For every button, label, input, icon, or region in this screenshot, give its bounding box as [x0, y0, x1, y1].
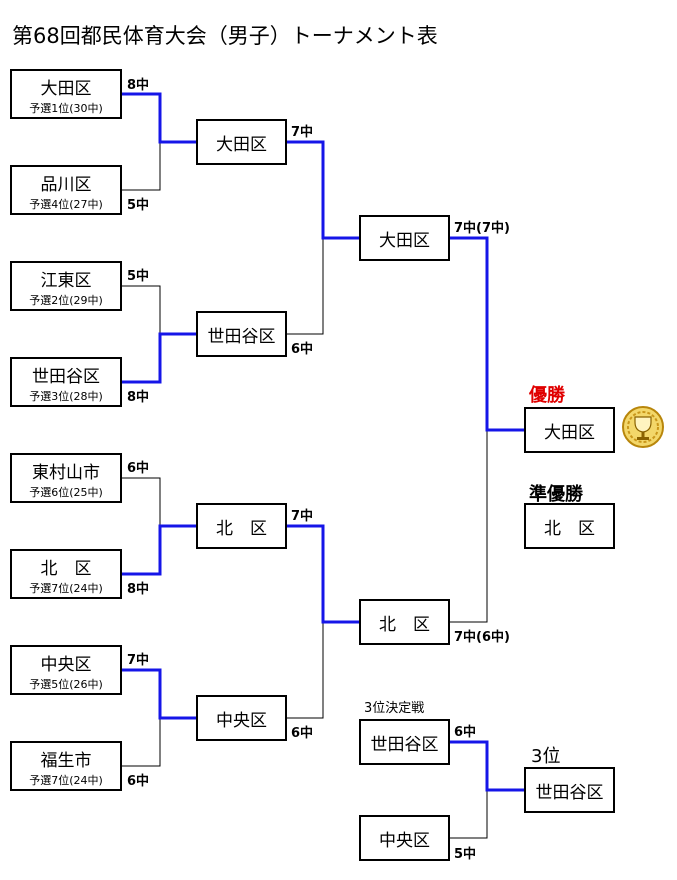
team-name: 江東区	[40, 271, 92, 291]
team-name: 大田区	[40, 79, 92, 99]
score-setagaya-r2: 6中	[291, 342, 314, 357]
line-koto	[122, 285, 161, 334]
score-kita-semi: 7中(6中)	[454, 630, 510, 645]
champion-label: 優勝	[529, 385, 565, 406]
line-ota-r1	[122, 92, 196, 144]
team-box-ota-r2: 大田区	[196, 119, 287, 165]
score-fussa-r1: 6中	[127, 774, 150, 789]
trophy-icon	[622, 406, 664, 448]
team-box-fussa-r1: 福生市 予選7位(24中)	[10, 741, 122, 791]
line-fussa	[122, 718, 161, 767]
third-box: 世田谷区	[524, 767, 615, 813]
line-setagaya-3rd	[450, 740, 524, 792]
team-qualifier: 予選7位(24中)	[29, 582, 103, 595]
line-setagaya-r1	[122, 332, 196, 384]
team-box-chuo-r2: 中央区	[196, 695, 287, 741]
line-kita-r1	[122, 524, 196, 576]
team-box-kita-r1: 北 区 予選7位(24中)	[10, 549, 122, 599]
team-box-shinagawa-r1: 品川区 予選4位(27中)	[10, 165, 122, 215]
line-ota-r2	[287, 140, 359, 240]
line-chuo-3rd	[450, 790, 488, 839]
line-setagaya-r2	[287, 238, 324, 335]
team-box-setagaya-r2: 世田谷区	[196, 311, 287, 357]
score-chuo-3rd: 5中	[454, 847, 477, 862]
line-higashimurayama	[122, 477, 161, 526]
score-ota-semi: 7中(7中)	[454, 221, 510, 236]
team-name: 世田谷区	[32, 367, 100, 387]
team-qualifier: 予選1位(30中)	[29, 102, 103, 115]
team-qualifier: 予選4位(27中)	[29, 198, 103, 211]
line-kita-semi	[450, 430, 488, 623]
team-name: 中央区	[40, 655, 92, 675]
team-box-ota-r1: 大田区 予選1位(30中)	[10, 69, 122, 119]
line-shinagawa	[122, 142, 161, 191]
score-higashimurayama-r1: 6中	[127, 461, 150, 476]
team-name: 北 区	[40, 559, 92, 579]
score-setagaya-3rd: 6中	[454, 725, 477, 740]
team-name: 福生市	[40, 751, 92, 771]
score-koto-r1: 5中	[127, 269, 150, 284]
runnerup-label: 準優勝	[529, 484, 583, 505]
team-box-chuo-3rd: 中央区	[359, 815, 450, 861]
runnerup-box: 北 区	[524, 503, 615, 549]
team-qualifier: 予選6位(25中)	[29, 486, 103, 499]
score-chuo-r1: 7中	[127, 653, 150, 668]
score-kita-r2: 7中	[291, 509, 314, 524]
team-box-higashimurayama-r1: 東村山市 予選6位(25中)	[10, 453, 122, 503]
line-ota-final	[450, 236, 524, 432]
line-chuo-r2	[287, 622, 324, 719]
line-chuo-r1	[122, 668, 196, 720]
team-qualifier: 予選7位(24中)	[29, 774, 103, 787]
team-name: 品川区	[40, 175, 92, 195]
line-kita-r2	[287, 524, 359, 624]
score-ota-r1: 8中	[127, 78, 150, 93]
team-box-chuo-r1: 中央区 予選5位(26中)	[10, 645, 122, 695]
score-kita-r1: 8中	[127, 582, 150, 597]
team-box-kita-semi: 北 区	[359, 599, 450, 645]
team-qualifier: 予選2位(29中)	[29, 294, 103, 307]
score-setagaya-r1: 8中	[127, 390, 150, 405]
score-shinagawa-r1: 5中	[127, 198, 150, 213]
team-qualifier: 予選5位(26中)	[29, 678, 103, 691]
team-name: 東村山市	[32, 463, 100, 483]
team-box-setagaya-r1: 世田谷区 予選3位(28中)	[10, 357, 122, 407]
page-title: 第68回都民体育大会（男子）トーナメント表	[12, 24, 438, 48]
third-label: 3位	[531, 746, 561, 767]
third-place-match-label: 3位決定戦	[364, 701, 425, 716]
team-box-ota-semi: 大田区	[359, 215, 450, 261]
score-chuo-r2: 6中	[291, 726, 314, 741]
team-box-kita-r2: 北 区	[196, 503, 287, 549]
score-ota-r2: 7中	[291, 125, 314, 140]
team-box-koto-r1: 江東区 予選2位(29中)	[10, 261, 122, 311]
team-qualifier: 予選3位(28中)	[29, 390, 103, 403]
team-box-setagaya-3rd: 世田谷区	[359, 719, 450, 765]
champion-box: 大田区	[524, 407, 615, 453]
